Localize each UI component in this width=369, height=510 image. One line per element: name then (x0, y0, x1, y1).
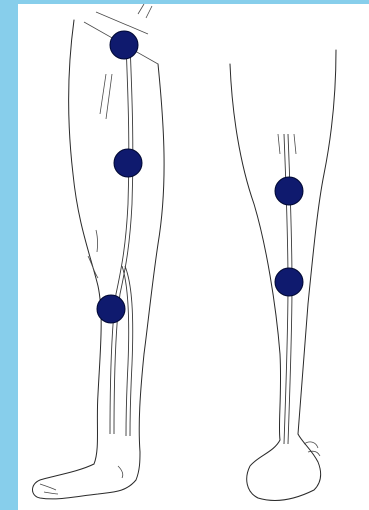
front-leg-inner-contour (139, 64, 164, 452)
calf-upper-marker (275, 177, 303, 205)
front-foot-contour (33, 452, 141, 499)
knee-marker (97, 295, 125, 323)
leg-vein-diagram (18, 4, 369, 510)
front-vein-branch-a (122, 266, 129, 436)
back-foot-toes (304, 442, 320, 456)
back-popliteal-lines (278, 134, 296, 154)
diagram-panel (18, 4, 369, 510)
thigh-marker (114, 149, 142, 177)
front-vein-line-b (114, 44, 133, 434)
front-leg-outer-contour (69, 20, 102, 464)
back-leg-outer-contour (230, 64, 281, 440)
groin-crease-lines (84, 4, 158, 119)
back-leg-inner-contour (298, 50, 336, 434)
front-leg (33, 4, 165, 499)
groin-marker (110, 31, 138, 59)
calf-lower-marker (275, 268, 303, 296)
front-foot-toes (40, 484, 58, 494)
front-vein-line-a (110, 44, 129, 434)
front-ankle-sketch (118, 466, 123, 478)
